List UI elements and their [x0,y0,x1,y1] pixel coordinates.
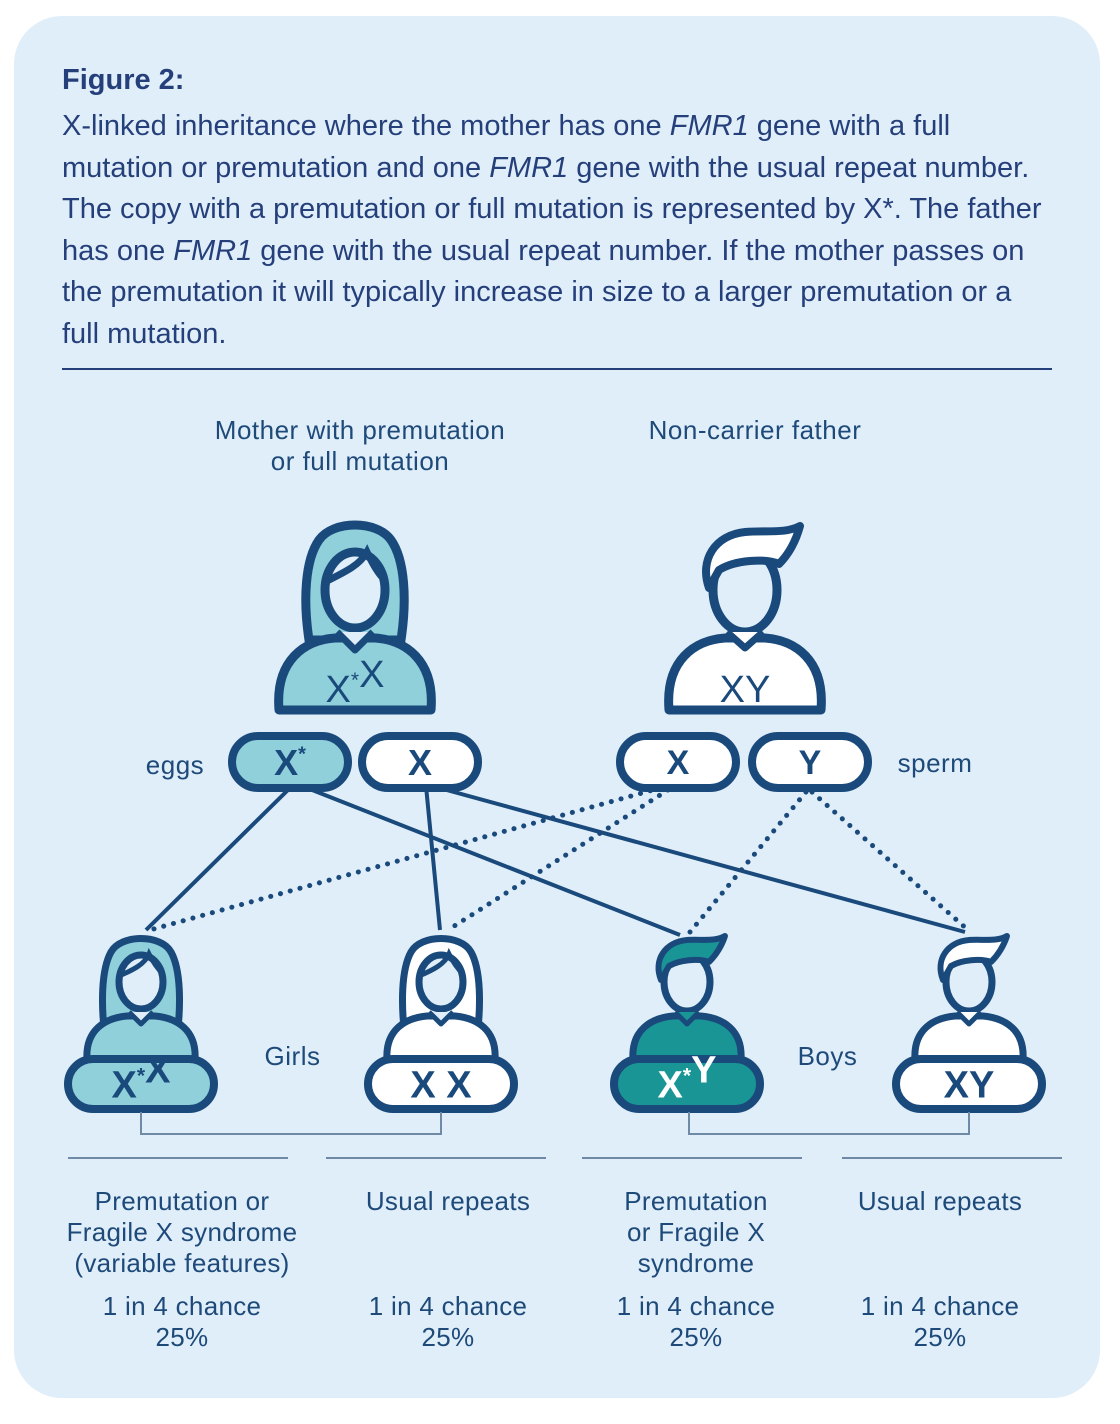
eggs-label: eggs [145,750,205,780]
caption-text: X-linked inheritance where the mother ha… [62,110,670,142]
outcome-description-line: Premutation or [94,1186,270,1216]
mother-figure: X*X [274,520,436,715]
boys-bracket [688,1112,970,1135]
outcome-chance: 1 in 4 chance [368,1291,528,1321]
outcome-percent: 25% [669,1322,723,1352]
child-genotype-pill: X*X [64,1049,218,1113]
gene-name: FMR1 [173,234,253,267]
outcome-description-line: syndrome [637,1248,755,1278]
boy-child [629,933,745,1064]
sperm-label: sperm [897,748,973,778]
outcome-separator-4 [842,1157,1062,1159]
figure-caption: X-linked inheritance where the mother ha… [62,106,1052,355]
paternal-connection-line [445,787,671,933]
maternal-connection-line [424,785,442,931]
female-person-icon [83,935,199,1064]
paternal-connection-line [809,789,971,933]
mother-label: Mother with premutation or full mutation [180,415,540,477]
child-genotype-pill: X X [364,1055,518,1113]
outcome-description-line: Usual repeats [857,1186,1023,1216]
sperm-pill: X [616,732,740,792]
father-figure: XY [664,522,826,715]
outcome-description-line: (variable features) [74,1248,290,1278]
father-label: Non-carrier father [648,415,862,445]
outcome-percent: 25% [421,1322,475,1352]
egg-pill: X [358,732,482,792]
outcome-description-line: Fragile X syndrome [66,1217,298,1247]
sperm-pill-label: Y [799,744,822,782]
girl-child [83,935,199,1064]
male-person-icon [911,933,1027,1064]
outcome-chance: 1 in 4 chance [102,1291,262,1321]
paternal-connection-line [147,785,663,933]
paternal-connection-line [687,789,809,935]
female-person-icon [274,520,436,715]
outcome-separator-1 [68,1157,288,1159]
egg-pill-label: X [408,742,432,783]
caption-text: gene with the usual repeat number. The c… [62,151,1042,267]
child-genotype-pill-label: XY [944,1065,995,1107]
outcome-description: Usual repeats [318,1186,578,1279]
sperm-pill-label: X [667,744,690,782]
outcome-description-line: Premutation [624,1186,768,1216]
figure-card [14,16,1100,1398]
child-genotype-pill-label: X*X [112,1049,172,1106]
caption-text: gene with a full mutation or premutation… [62,110,951,184]
male-person-icon [664,522,826,715]
gene-name: FMR1 [489,151,569,184]
caption-divider [62,368,1052,370]
outcome-separator-3 [582,1157,802,1159]
outcome-percent: 25% [913,1322,967,1352]
figure-title: Figure 2: [62,64,185,96]
child-genotype-pill-label: X X [410,1065,472,1107]
boys-label: Boys [797,1041,858,1071]
outcome-chance: 1 in 4 chance [616,1291,776,1321]
maternal-connection-line [144,784,294,932]
female-person-icon [383,935,499,1064]
outcome-separator-2 [326,1157,546,1159]
connection-lines [144,784,971,937]
outcome-description-line: or Fragile X [627,1217,765,1247]
outcome-description-line: Usual repeats [365,1186,531,1216]
child-genotype-pill-label: X*Y [658,1049,717,1106]
egg-pill-label: X* [274,742,306,783]
sperm-pill: Y [748,732,872,792]
egg-pill: X* [228,732,352,792]
mother-label-line1: Mother with premutation [214,415,506,445]
child-genotype-pill: X*Y [610,1049,764,1113]
maternal-connection-line [301,784,681,937]
maternal-connection-line [431,784,966,934]
outcome-description: Usual repeats [810,1186,1070,1279]
girl-child [383,935,499,1064]
mother-label-line2: or full mutation [270,446,450,476]
girls-label: Girls [264,1041,321,1071]
gene-name: FMR1 [669,110,749,142]
mother-genotype: X*X [326,654,385,711]
caption-text: gene with the usual repeat number. If th… [62,234,1025,350]
outcome-chance: 1 in 4 chance [860,1291,1020,1321]
male-person-icon [629,933,745,1064]
girls-bracket [140,1112,442,1135]
father-genotype: XY [720,669,771,711]
child-genotype-pill: XY [892,1055,1046,1113]
outcome-percent: 25% [155,1322,209,1352]
boy-child [911,933,1027,1064]
